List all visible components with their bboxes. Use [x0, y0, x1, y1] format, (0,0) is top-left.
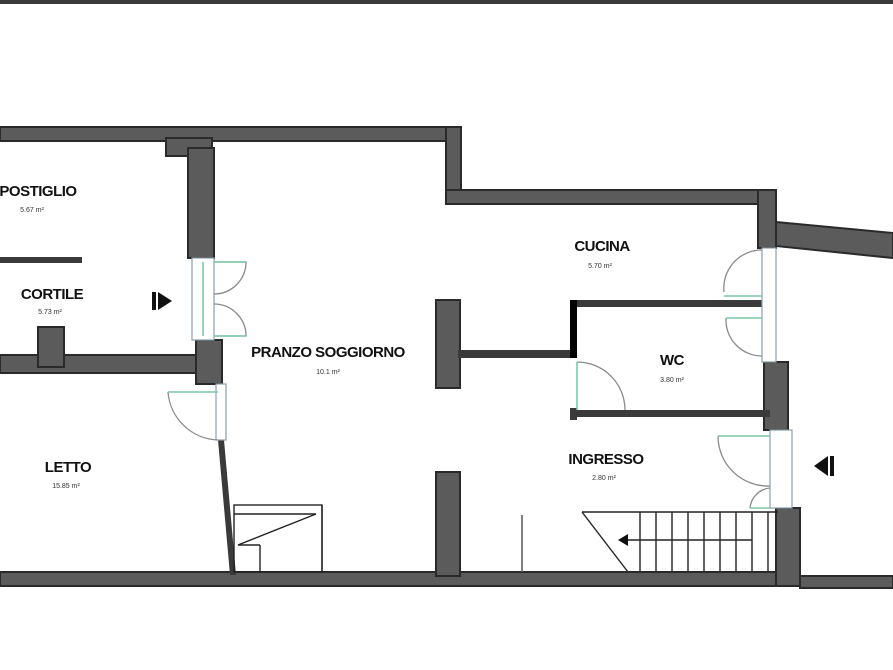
door-swings — [167, 249, 771, 509]
room-area-cucina: 5.70 m² — [588, 263, 612, 270]
wall-wc-left-lower — [570, 408, 577, 420]
room-area-letto: 15.85 m² — [52, 483, 80, 490]
wall-wc-left — [570, 300, 577, 358]
frame-cucina-right — [761, 247, 777, 363]
wall-corner-right — [757, 189, 777, 249]
wall-right-upper — [763, 361, 789, 431]
door-arc-ingresso-upper — [717, 435, 771, 487]
wall-top-left — [0, 126, 461, 142]
room-name-pranzo: PRANZO SOGGIORNO — [251, 344, 406, 361]
wall-wc-top — [570, 300, 770, 307]
wall-top-middle — [445, 189, 777, 205]
room-name-cucina: CUCINA — [574, 238, 630, 255]
room-area-pranzo: 10.1 m² — [316, 369, 340, 376]
wall-wc-bottom — [570, 410, 770, 417]
door-arc-cucina-upper — [723, 249, 763, 293]
wall-cortile-pillar — [37, 326, 65, 368]
entry-arrow-icon — [830, 456, 834, 476]
frame-letto — [215, 383, 227, 441]
room-area-cortile: 5.73 m² — [38, 309, 62, 316]
room-area-ripostiglio: 5.67 m² — [20, 207, 44, 214]
interior-walls — [0, 137, 770, 577]
room-name-letto: LETTO — [45, 459, 92, 476]
entry-arrow-icon — [158, 292, 172, 310]
stairs-right-diag — [581, 511, 629, 573]
wall-bottom-right — [799, 575, 893, 589]
wall-vertical-upper — [187, 147, 215, 259]
frame-ingresso-right — [769, 429, 793, 509]
stairs-left — [233, 504, 323, 573]
entry-arrow-cortile — [152, 292, 172, 310]
pillar-pranzo-upper — [435, 299, 461, 389]
wall-ripostiglio-cortile — [0, 257, 82, 263]
entry-arrow-icon — [152, 292, 156, 310]
stairs-left-outline — [233, 504, 323, 573]
room-area-ingresso: 2.80 m² — [592, 475, 616, 482]
wall-cortile-bottom — [0, 354, 223, 374]
wall-bottom — [0, 571, 801, 587]
pillar-pranzo-lower — [435, 471, 461, 577]
wall-right-lower — [775, 507, 801, 587]
wall-diagonal-right — [775, 220, 893, 260]
door-arc-cortile-lower — [213, 303, 247, 337]
stairs-right-arrow-icon — [618, 534, 628, 546]
room-name-wc: WC — [660, 352, 685, 369]
wall-letto-pranzo — [218, 440, 236, 575]
top-border — [0, 0, 893, 4]
room-name-ripostiglio: POSTIGLIO — [0, 183, 77, 200]
room-area-wc: 3.80 m² — [660, 377, 684, 384]
entry-arrow-ingresso — [814, 456, 834, 476]
room-name-cortile: CORTILE — [21, 286, 84, 303]
room-labels: POSTIGLIO 5.67 m² CORTILE 5.73 m² LETTO … — [0, 183, 685, 490]
door-arc-ingresso-lower — [749, 487, 771, 509]
stairs-left-diag — [237, 513, 317, 546]
room-name-ingresso: INGRESSO — [568, 451, 644, 468]
door-arc-wc — [576, 361, 626, 411]
door-frames — [191, 247, 793, 509]
wall-pranzo-wc — [458, 350, 574, 358]
entry-arrow-icon — [814, 456, 828, 476]
door-arc-cucina-lower — [725, 317, 763, 357]
door-arc-cortile-upper — [213, 261, 247, 295]
wall-vertical-middle — [195, 339, 223, 385]
stairs-right — [521, 511, 778, 573]
door-arc-letto — [167, 391, 219, 441]
outer-walls — [0, 126, 893, 589]
